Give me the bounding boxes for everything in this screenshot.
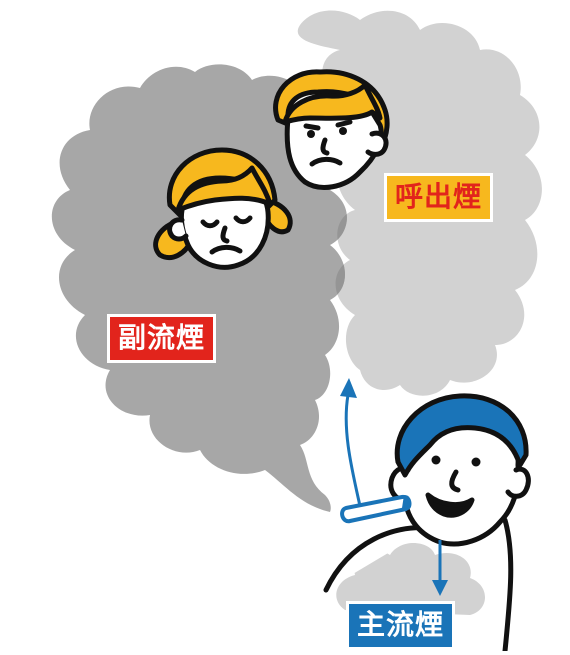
exhaled-smoke-label: 呼出煙 bbox=[384, 173, 494, 222]
sidestream-smoke-label: 副流煙 bbox=[107, 314, 217, 363]
mainstream-arrow bbox=[432, 540, 448, 596]
mainstream-smoke-label: 主流煙 bbox=[346, 601, 456, 650]
sidestream-smoke-cloud bbox=[51, 64, 347, 512]
sidestream-arrow bbox=[340, 378, 362, 507]
child-face-top bbox=[273, 69, 390, 190]
child-face-left bbox=[153, 147, 293, 270]
smoker-man bbox=[323, 393, 531, 654]
